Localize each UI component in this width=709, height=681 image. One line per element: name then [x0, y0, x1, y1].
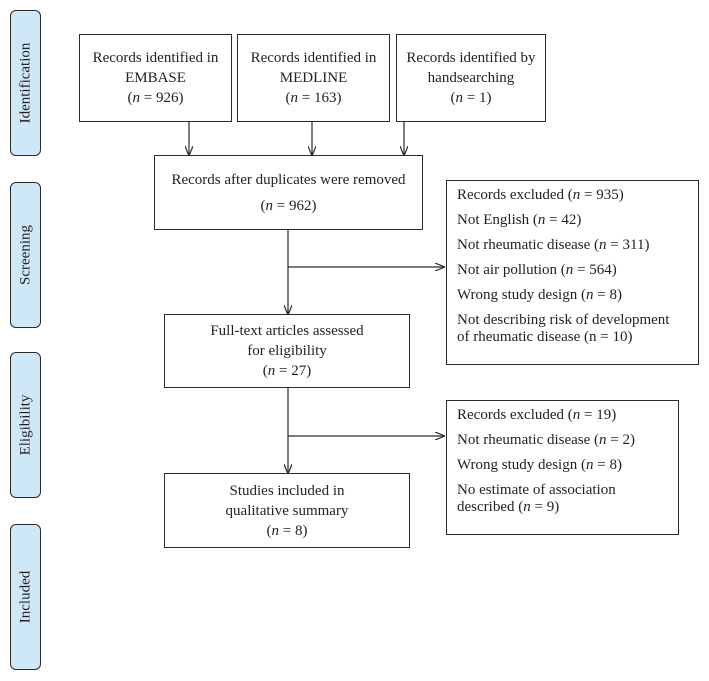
reason-item: Not rheumatic disease (n = 2) — [457, 432, 636, 448]
excluded-eligibility-box: Records excluded (n = 19) Not rheumatic … — [446, 400, 679, 535]
stage-included: Included — [10, 524, 41, 670]
source-embase-box: Records identified in EMBASE (n = 926) — [79, 34, 232, 122]
reason-item: Wrong study design (n = 8) — [457, 287, 622, 303]
stage-screening: Screening — [10, 182, 41, 328]
included-box: Studies included in qualitative summary … — [164, 473, 410, 548]
n-label: (n = 962) — [260, 197, 317, 214]
reason-item: Not English (n = 42) — [457, 212, 582, 228]
reason-item: Not describing risk of development — [457, 312, 670, 328]
reason-item: Not air pollution (n = 564) — [457, 262, 617, 278]
n-label: (n = 27) — [262, 363, 312, 379]
source-handsearch-box: Records identified by handsearching (n =… — [396, 34, 546, 122]
stage-identification: Identification — [10, 10, 41, 156]
n-label: (n = 8) — [266, 522, 308, 539]
dedup-box: Records after duplicates were removed (n… — [154, 155, 423, 230]
excluded-title: Records excluded (n = 935) — [457, 187, 624, 203]
excluded-title: Records excluded (n = 19) — [457, 407, 617, 423]
reason-item: Wrong study design (n = 8) — [457, 457, 622, 473]
reason-item: Not rheumatic disease (n = 311) — [457, 237, 650, 253]
n-label: (n = 926) — [127, 90, 184, 106]
excluded-screening-box: Records excluded (n = 935) Not English (… — [446, 180, 699, 365]
n-label: (n = 163) — [285, 90, 342, 106]
reason-item-cont: described (n = 9) — [457, 499, 560, 515]
reason-item: No estimate of association — [457, 482, 616, 498]
fulltext-box: Full-text articles assessed for eligibil… — [164, 314, 410, 388]
n-label: (n = 1) — [450, 90, 492, 106]
stage-eligibility: Eligibility — [10, 352, 41, 498]
source-medline-box: Records identified in MEDLINE (n = 163) — [237, 34, 390, 122]
reason-item-cont: of rheumatic disease (n = 10) — [457, 329, 633, 345]
